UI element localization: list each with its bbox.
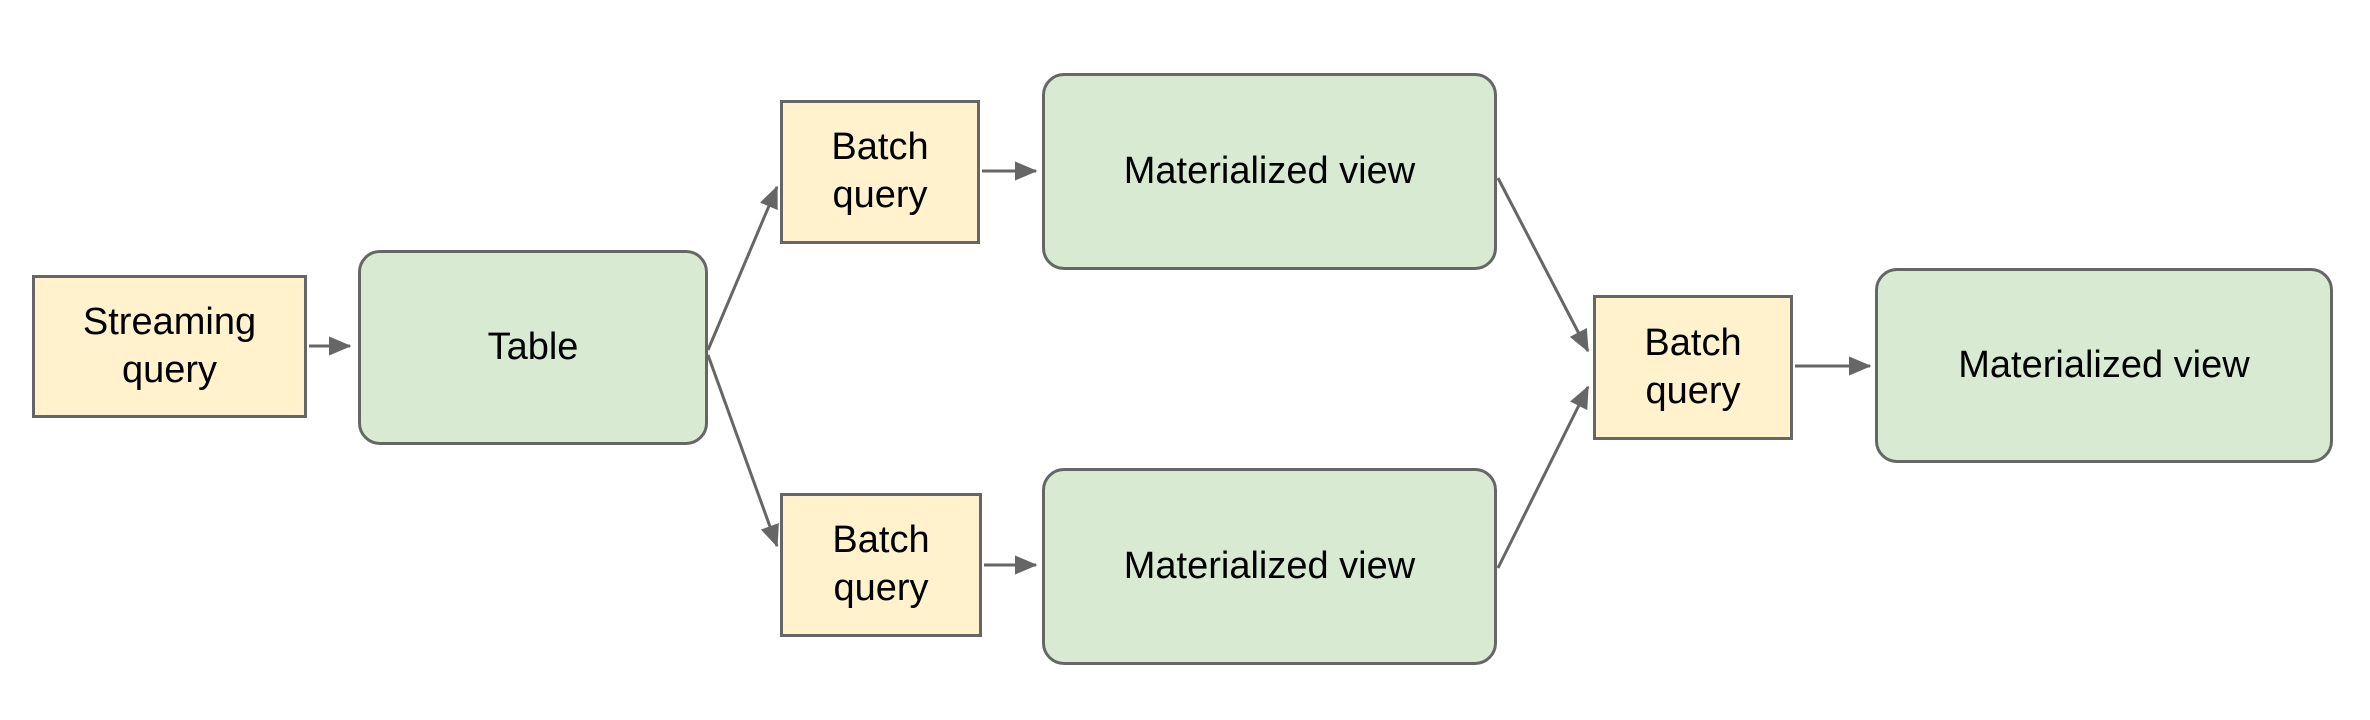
- node-batch-query-bottom: Batch query: [780, 493, 982, 637]
- node-materialized-view-top: Materialized view: [1042, 73, 1497, 270]
- node-streaming-query-label: Streaming query: [82, 300, 257, 391]
- edge-materialized-view-bottom-to-batch-query-join: [1496, 385, 1590, 569]
- node-batch-query-top-label: Batch query: [831, 126, 929, 216]
- node-batch-query-join: Batch query: [1593, 295, 1793, 440]
- node-materialized-view-top-label: Materialized view: [1123, 149, 1416, 192]
- node-batch-query-top: Batch query: [780, 100, 980, 244]
- node-materialized-view-final-label: Materialized view: [1958, 343, 2250, 386]
- node-table-label: Table: [487, 325, 579, 368]
- node-table: Table: [358, 250, 708, 445]
- edge-table-to-batch-query-top: [706, 185, 779, 351]
- node-materialized-view-bottom-label: Materialized view: [1123, 544, 1416, 587]
- edge-materialized-view-top-to-batch-query-join: [1496, 177, 1590, 353]
- node-streaming-query: Streaming query: [32, 275, 307, 418]
- node-batch-query-join-label: Batch query: [1644, 321, 1742, 412]
- node-batch-query-bottom-label: Batch query: [832, 519, 930, 609]
- edge-table-to-batch-query-bottom: [706, 354, 779, 548]
- node-materialized-view-bottom: Materialized view: [1042, 468, 1497, 665]
- node-materialized-view-final: Materialized view: [1875, 268, 2333, 463]
